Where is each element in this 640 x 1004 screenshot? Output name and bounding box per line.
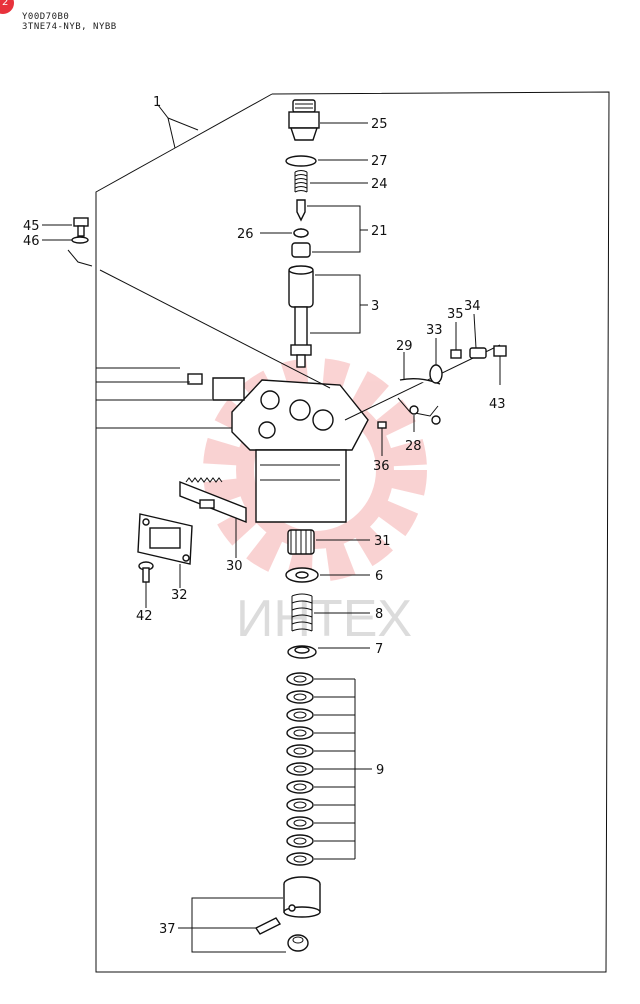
bolt-43: [493, 345, 507, 385]
callout-30: 30: [226, 559, 243, 574]
callout-35: 35: [447, 307, 464, 322]
bolt-45: [73, 217, 89, 237]
screw-42: [138, 561, 154, 583]
assembly-frame: [95, 91, 610, 973]
plunger-barrel-3: [288, 265, 314, 368]
bracket-37: [191, 897, 286, 953]
watermark-text: ИНТЕХ: [236, 590, 412, 648]
leader-1b: [167, 117, 199, 131]
shims-9: [286, 672, 314, 866]
lower-spring-seat-7: [287, 645, 317, 659]
callout-45: 45: [23, 219, 40, 234]
leader-1: [157, 104, 176, 149]
pump-housing: [187, 373, 369, 523]
o-ring-27: [285, 155, 317, 167]
bracket-21: [307, 205, 361, 253]
callout-29: 29: [396, 339, 413, 354]
flange-33: [429, 364, 443, 384]
engine-model: 3TNE74-NYB, NYBB: [22, 22, 117, 32]
cover-plate-32: [137, 513, 193, 565]
callout-28: 28: [405, 439, 422, 454]
callout-32: 32: [171, 588, 188, 603]
callout-6: 6: [375, 569, 383, 584]
guide-line-45: [99, 269, 331, 389]
callout-25: 25: [371, 117, 388, 132]
gasket-26: [293, 228, 309, 238]
control-rack-30: [179, 477, 247, 524]
callout-36: 36: [373, 459, 390, 474]
drawing-code: Y00D70B0: [22, 12, 70, 22]
bracket-3: [310, 274, 361, 334]
callout-1: 1: [153, 95, 161, 110]
spring-24: [294, 170, 308, 193]
callout-46: 46: [23, 234, 40, 249]
page-badge-number: 2: [2, 0, 9, 8]
callout-33: 33: [426, 323, 443, 338]
screw-34: [469, 347, 487, 359]
nut-28a: [409, 405, 419, 415]
callout-42: 42: [136, 609, 153, 624]
pinion-31: [287, 529, 315, 555]
washers-28: [397, 397, 439, 417]
leader-34: [473, 313, 477, 349]
assembly-frame-top: [174, 93, 273, 149]
spring-seat-6: [285, 567, 319, 583]
callout-9: 9: [376, 763, 384, 778]
leader-45-46: [67, 249, 93, 267]
callout-43: 43: [489, 397, 506, 412]
nut-28b: [431, 415, 441, 425]
callout-34: 34: [464, 299, 481, 314]
callout-26: 26: [237, 227, 254, 242]
delivery-valve-holder-25: [288, 99, 320, 141]
callout-3: 3: [371, 299, 379, 314]
callout-27: 27: [371, 154, 388, 169]
page-badge: 2: [0, 0, 14, 14]
callout-7: 7: [375, 642, 383, 657]
tappet-37: [254, 876, 321, 952]
callout-21: 21: [371, 224, 388, 239]
callout-31: 31: [374, 534, 391, 549]
callout-37: 37: [159, 922, 176, 937]
plunger-spring-8: [291, 593, 313, 632]
callout-8: 8: [375, 607, 383, 622]
pin-35: [450, 349, 462, 359]
pin-36: [377, 421, 387, 429]
bracket-9: [314, 678, 372, 860]
callout-24: 24: [371, 177, 388, 192]
washer-46: [71, 236, 89, 244]
